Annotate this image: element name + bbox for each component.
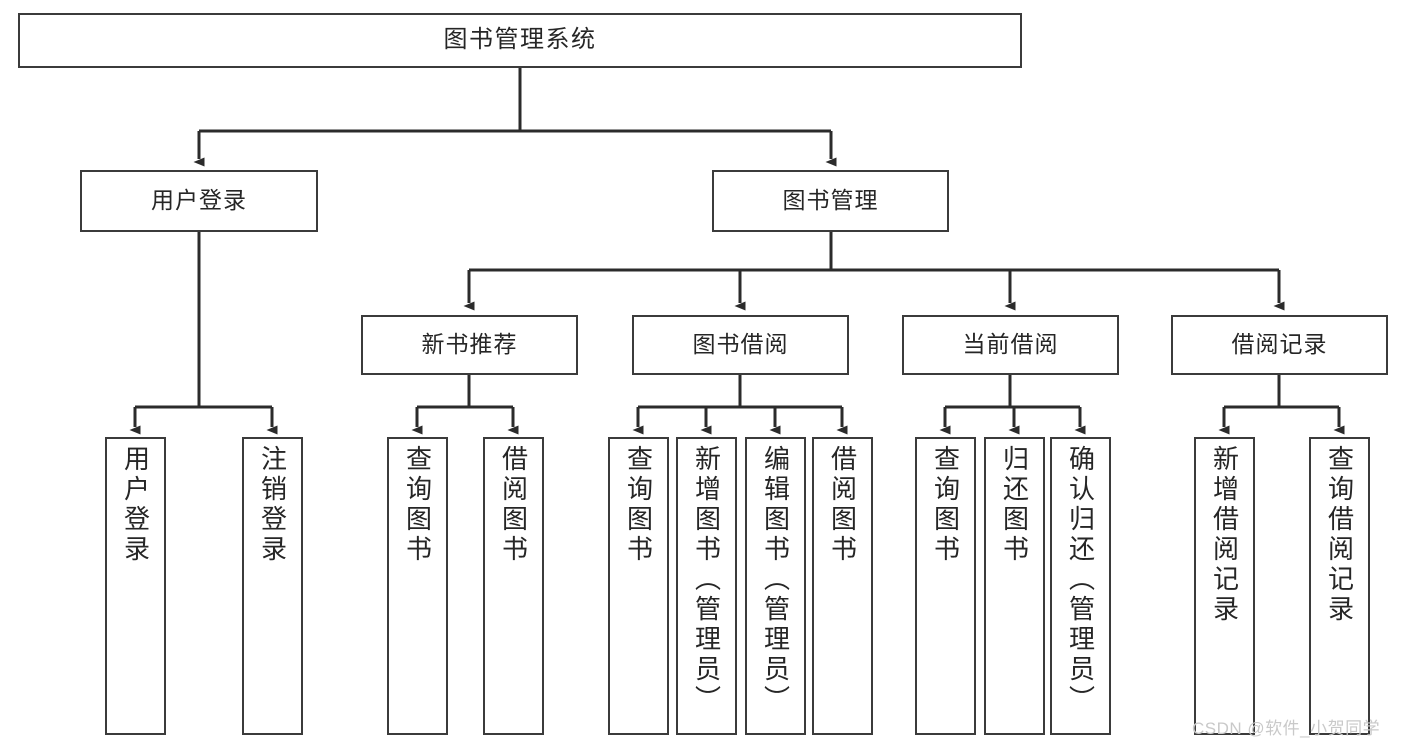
leaf-add-borrow-record[interactable]: 新增借阅记录: [1194, 437, 1255, 735]
node-label: 查询图书: [402, 445, 433, 565]
leaf-borrow-book-recommend[interactable]: 借阅图书: [483, 437, 544, 735]
leaf-query-book-recommend[interactable]: 查询图书: [387, 437, 448, 735]
node-label: 借阅图书: [827, 445, 858, 565]
node-label: 图书管理: [782, 187, 879, 214]
leaf-add-book-admin[interactable]: 新增图书（管理员）: [676, 437, 737, 735]
node-label: 注销登录: [257, 445, 288, 565]
node-label: 用户登录: [151, 187, 247, 214]
node-book-management[interactable]: 图书管理: [712, 170, 949, 232]
node-borrow-record[interactable]: 借阅记录: [1171, 315, 1388, 375]
node-label: 归还图书: [999, 445, 1030, 565]
node-label: 编辑图书（管理员）: [760, 445, 791, 715]
node-label: 用户登录: [120, 445, 151, 565]
node-label: 新增借阅记录: [1209, 445, 1240, 625]
node-label: 图书管理系统: [443, 26, 597, 54]
leaf-query-book-borrow[interactable]: 查询图书: [608, 437, 669, 735]
node-book-borrow[interactable]: 图书借阅: [632, 315, 849, 375]
leaf-borrow-book[interactable]: 借阅图书: [812, 437, 873, 735]
leaf-user-login[interactable]: 用户登录: [105, 437, 166, 735]
node-label: 新书推荐: [421, 331, 518, 358]
leaf-return-book[interactable]: 归还图书: [984, 437, 1045, 735]
node-label: 借阅图书: [498, 445, 529, 565]
node-label: 确认归还（管理员）: [1065, 445, 1096, 715]
leaf-logout-login[interactable]: 注销登录: [242, 437, 303, 735]
leaf-edit-book-admin[interactable]: 编辑图书（管理员）: [745, 437, 806, 735]
node-label: 借阅记录: [1231, 331, 1328, 358]
node-root-book-management-system[interactable]: 图书管理系统: [18, 13, 1022, 68]
node-label: 查询图书: [930, 445, 961, 565]
node-user-login[interactable]: 用户登录: [80, 170, 318, 232]
leaf-confirm-return-admin[interactable]: 确认归还（管理员）: [1050, 437, 1111, 735]
node-label: 查询借阅记录: [1324, 445, 1355, 625]
node-label: 图书借阅: [692, 331, 789, 358]
node-new-book-recommend[interactable]: 新书推荐: [361, 315, 578, 375]
node-label: 新增图书（管理员）: [691, 445, 722, 715]
node-label: 查询图书: [623, 445, 654, 565]
node-current-borrow[interactable]: 当前借阅: [902, 315, 1119, 375]
leaf-query-book-current[interactable]: 查询图书: [915, 437, 976, 735]
leaf-query-borrow-record[interactable]: 查询借阅记录: [1309, 437, 1370, 735]
node-label: 当前借阅: [962, 331, 1059, 358]
